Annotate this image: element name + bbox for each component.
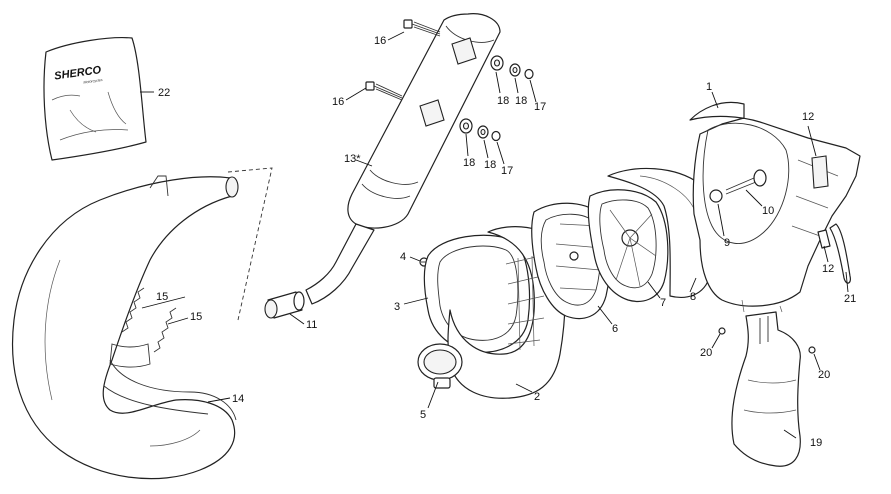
callout-18b: 18 [515, 95, 527, 107]
part-breather-bolt [709, 169, 767, 203]
part-hose-clamp [417, 343, 463, 389]
callout-16a: 16 [374, 35, 386, 47]
callout-1: 1 [706, 81, 712, 93]
callout-9: 9 [724, 237, 730, 249]
callout-15b: 15 [190, 311, 202, 323]
part-springs [121, 287, 177, 353]
part-airbox [689, 101, 861, 313]
callout-18d: 18 [484, 159, 496, 171]
part-small-screws [718, 327, 816, 354]
callout-13: 13* [344, 153, 361, 165]
part-exhaust-pipe [11, 175, 239, 480]
part-clips-strap [817, 223, 851, 284]
callout-4: 4 [400, 251, 406, 263]
part-air-duct [731, 311, 801, 467]
callout-2: 2 [534, 391, 540, 403]
callout-12b: 12 [822, 263, 834, 275]
callout-21: 21 [844, 293, 856, 305]
callout-15a: 15 [156, 291, 168, 303]
dashed-guide-line [227, 167, 273, 321]
part-coupling-sleeve [264, 291, 305, 319]
callout-11: 11 [306, 319, 317, 331]
callout-18a: 18 [497, 95, 509, 107]
callout-6: 6 [612, 323, 618, 335]
callout-17a: 17 [534, 101, 546, 113]
callout-labels: 22 14 15 15 11 16 16 13* 18 18 17 18 18 … [156, 35, 856, 449]
part-cover-bag: SHERCO Motorcycles [43, 37, 147, 161]
callout-14: 14 [232, 393, 244, 405]
callout-20b: 20 [818, 369, 830, 381]
part-washers-nuts [459, 55, 534, 142]
callout-7: 7 [660, 297, 666, 309]
bag-logo-subtext: Motorcycles [83, 78, 103, 85]
part-silencer [305, 13, 501, 305]
callout-10: 10 [762, 205, 774, 217]
callout-5: 5 [420, 409, 426, 421]
callout-17b: 17 [501, 165, 513, 177]
part-long-bolts [365, 19, 441, 101]
part-gasket [423, 234, 531, 353]
callout-12a: 12 [802, 111, 814, 123]
callout-3: 3 [394, 301, 400, 313]
callout-22: 22 [158, 87, 170, 99]
callout-16b: 16 [332, 96, 344, 108]
part-filter-frame [587, 189, 669, 303]
callout-20a: 20 [700, 347, 712, 359]
callout-18c: 18 [463, 157, 475, 169]
callout-8: 8 [690, 291, 696, 303]
leader-lines [140, 31, 849, 439]
callout-19: 19 [810, 437, 822, 449]
